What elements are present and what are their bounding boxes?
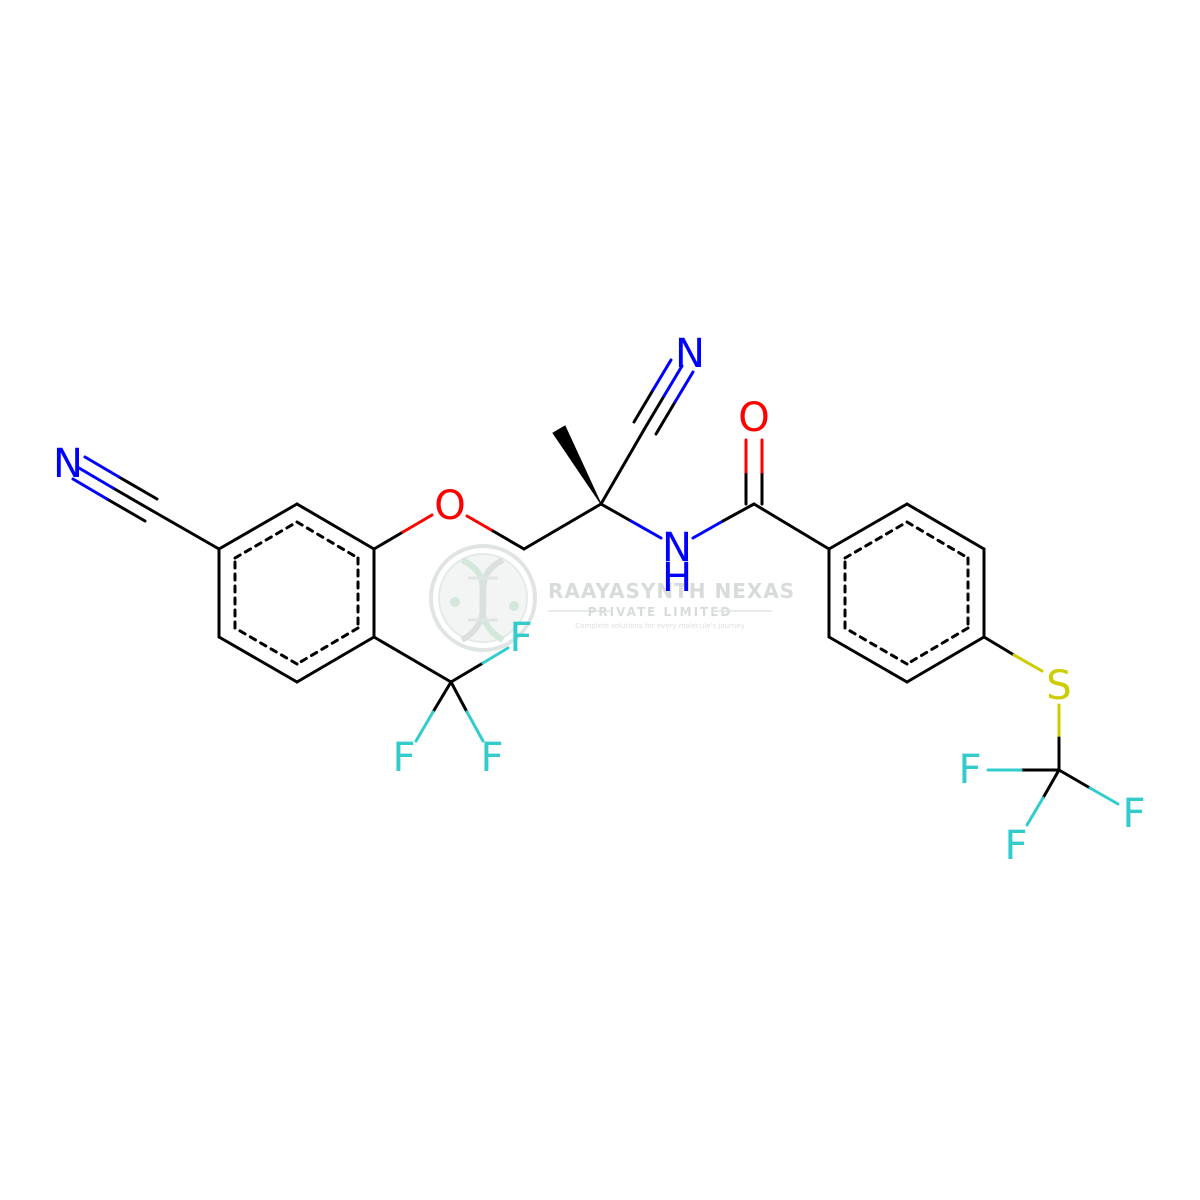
atom-thioether-sulfur: S bbox=[1046, 663, 1071, 709]
atom-ether-oxygen: O bbox=[434, 483, 465, 529]
atom-carbonyl-oxygen: O bbox=[738, 395, 769, 441]
bond-left-nitrile-triple bbox=[71, 455, 159, 523]
bond-nh-to-carbonyl-blue bbox=[691, 519, 725, 540]
bond-nh-to-carbonyl bbox=[721, 502, 756, 523]
atom-cf3-fluorine-top: F bbox=[509, 615, 532, 661]
bond-cf3-fluorines bbox=[414, 646, 510, 743]
atom-scf3-fluorine-left: F bbox=[958, 747, 981, 793]
watermark-title: RAAYASYNTH NEXAS bbox=[548, 579, 795, 603]
bond-ring1-to-oxygen bbox=[372, 530, 405, 551]
atom-left-nitrile-nitrogen: N bbox=[53, 441, 83, 487]
atom-cf3-fluorine-right: F bbox=[480, 735, 503, 781]
bond-oxygen-to-ch2-red bbox=[465, 514, 495, 533]
atom-amide-hydrogen: H bbox=[662, 555, 692, 601]
bonds bbox=[71, 358, 1120, 827]
atom-labels: N O F F F N N H O S F F F bbox=[53, 331, 1145, 869]
watermark-tagline: Complete solutions for every molecule's … bbox=[575, 622, 744, 630]
bond-methyl-wedge bbox=[552, 425, 602, 505]
bond-scf3-fluorines bbox=[986, 768, 1120, 827]
bond-carbonyl-to-ring2 bbox=[752, 502, 831, 551]
bond-ring1-to-cf3 bbox=[372, 635, 453, 684]
bond-carbonyl-double bbox=[744, 438, 764, 506]
watermark-logo-icon bbox=[429, 544, 537, 652]
bond-ring2-to-sulfur bbox=[982, 635, 1016, 657]
bond-ring1-to-oxygen-red bbox=[401, 513, 434, 534]
bond-quaternary-to-nitrile bbox=[599, 426, 647, 506]
bond-quaternary-to-nh-blue bbox=[629, 519, 663, 540]
bond-ch2-to-quaternary-carbon bbox=[522, 502, 603, 551]
bond-ring1-to-nitrile bbox=[149, 508, 221, 551]
atom-amide-nitrogen: N bbox=[662, 525, 692, 571]
bond-top-nitrile-triple bbox=[632, 358, 695, 436]
atom-scf3-fluorine-bottom: F bbox=[1004, 823, 1027, 869]
bond-left-benzene-ring bbox=[217, 502, 376, 684]
bond-ring2-to-sulfur-yellow bbox=[1012, 653, 1044, 673]
company-watermark: RAAYASYNTH NEXAS PRIVATE LIMITED Complet… bbox=[429, 544, 795, 652]
bond-quaternary-to-nh bbox=[599, 502, 633, 523]
atom-cf3-fluorine-left: F bbox=[392, 735, 415, 781]
bond-right-benzene-ring bbox=[827, 502, 986, 684]
atom-scf3-fluorine-right: F bbox=[1122, 791, 1145, 837]
atom-top-nitrile-nitrogen: N bbox=[675, 331, 705, 377]
watermark-subtitle: PRIVATE LIMITED bbox=[588, 605, 733, 619]
bond-oxygen-to-ch2 bbox=[491, 529, 526, 551]
